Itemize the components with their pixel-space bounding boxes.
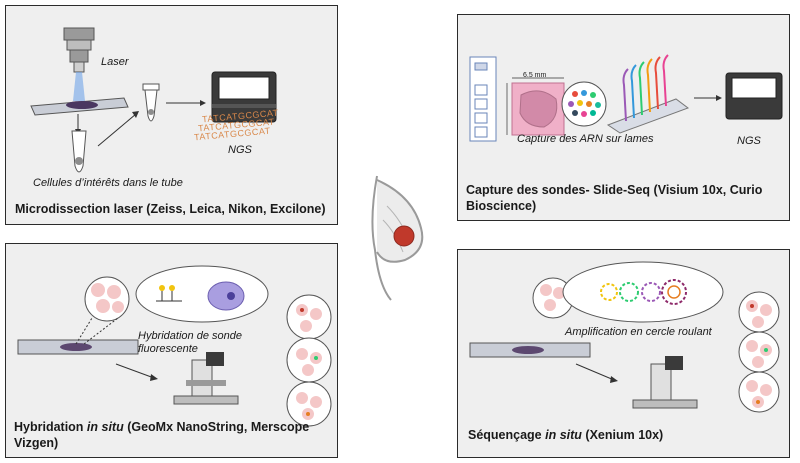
- rolling-circle-icon: [600, 279, 687, 305]
- barcode-spots-icon: [561, 81, 607, 127]
- tube-icon-2: [142, 83, 160, 122]
- cells-circle-icon: [84, 276, 130, 322]
- panel-caption: Capture des sondes- Slide-Seq (Visium 10…: [466, 183, 763, 213]
- glass-slide: [17, 339, 139, 355]
- panel-in-situ-sequencing: Amplification en cercle roulant Séquença…: [457, 249, 790, 458]
- tube-icon: [71, 130, 87, 173]
- breast-tumor-illustration: [371, 175, 424, 301]
- tumor-icon: [393, 225, 415, 247]
- objective-icon: [63, 27, 95, 101]
- glass-slide: [469, 342, 591, 358]
- microscope-icon: [632, 356, 698, 409]
- panel-laser-microdissection: TATCATGCGCAT TATCATGCGCAT TATCATGCGCAT L…: [5, 5, 338, 225]
- panel-caption: Séquençage in situ (Xenium 10x): [468, 428, 664, 442]
- probe-icon: [156, 285, 182, 302]
- sequencer-icon: [211, 71, 277, 123]
- capture-slide: [469, 56, 497, 142]
- cells-circle-icon: [532, 277, 574, 319]
- fluorescent-cells-icon: [738, 291, 780, 413]
- amplification-label: Amplification en cercle roulant: [565, 326, 712, 338]
- nucleus-icon: [207, 281, 245, 311]
- panel-caption: Microdissection laser (Zeiss, Leica, Nik…: [15, 202, 326, 216]
- panel-in-situ-hybridization: Hybridation de sonde fluorescente Hybrid…: [5, 243, 338, 458]
- sequencer-icon: [725, 72, 783, 120]
- panel-caption: Hybridation in situ (GeoMx NanoString, M…: [14, 420, 310, 450]
- capture-label: Capture des ARN sur lames: [517, 133, 654, 145]
- cells-label: Cellules d’intérêts dans le tube: [33, 177, 183, 189]
- iss-illustration: [469, 261, 780, 413]
- ngs-label: NGS: [737, 135, 761, 147]
- fluorescent-cells-icon: [286, 294, 332, 427]
- microscope-icon: [173, 352, 239, 405]
- dimension-label: 6.5 mm: [523, 72, 547, 79]
- laser-label: Laser: [101, 56, 129, 68]
- panel-slide-seq: 6.5 mm Capture des ARN sur lames NGS Cap…: [457, 14, 790, 221]
- glass-slide: [30, 97, 129, 116]
- probes-icon: [606, 54, 690, 134]
- ngs-label: NGS: [228, 144, 252, 156]
- ish-illustration: [17, 265, 332, 427]
- lcm-illustration: [30, 27, 277, 173]
- slideseq-illustration: [469, 54, 783, 142]
- hybridization-label: Hybridation de sonde fluorescente: [138, 330, 242, 355]
